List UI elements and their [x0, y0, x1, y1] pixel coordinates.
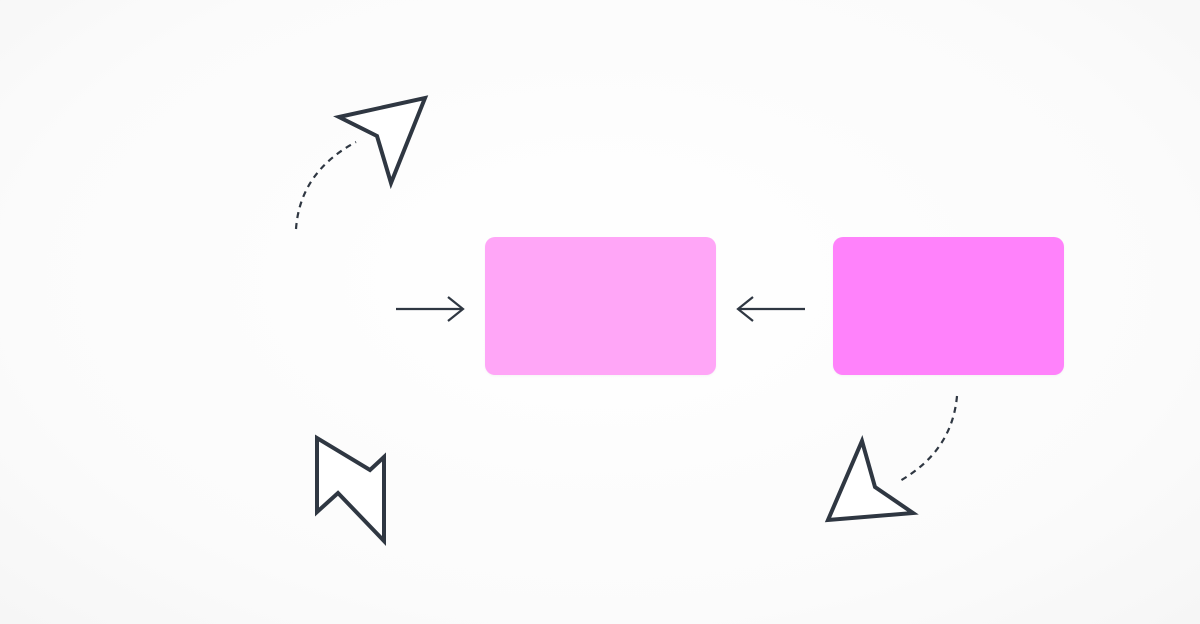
paper-plane-cursor-icon-2	[824, 435, 919, 523]
bookmark-ribbon-icon	[315, 434, 386, 546]
arrow-node-b-to-node-a	[736, 296, 805, 322]
diagram-node-magenta	[833, 237, 1064, 375]
paper-plane-cursor-icon	[333, 95, 429, 190]
diagram-node-light-pink	[485, 237, 716, 375]
arrow-into-node-a	[396, 296, 465, 322]
dashed-curve-upper-left	[294, 141, 357, 230]
dashed-curve-lower-right	[897, 395, 959, 483]
